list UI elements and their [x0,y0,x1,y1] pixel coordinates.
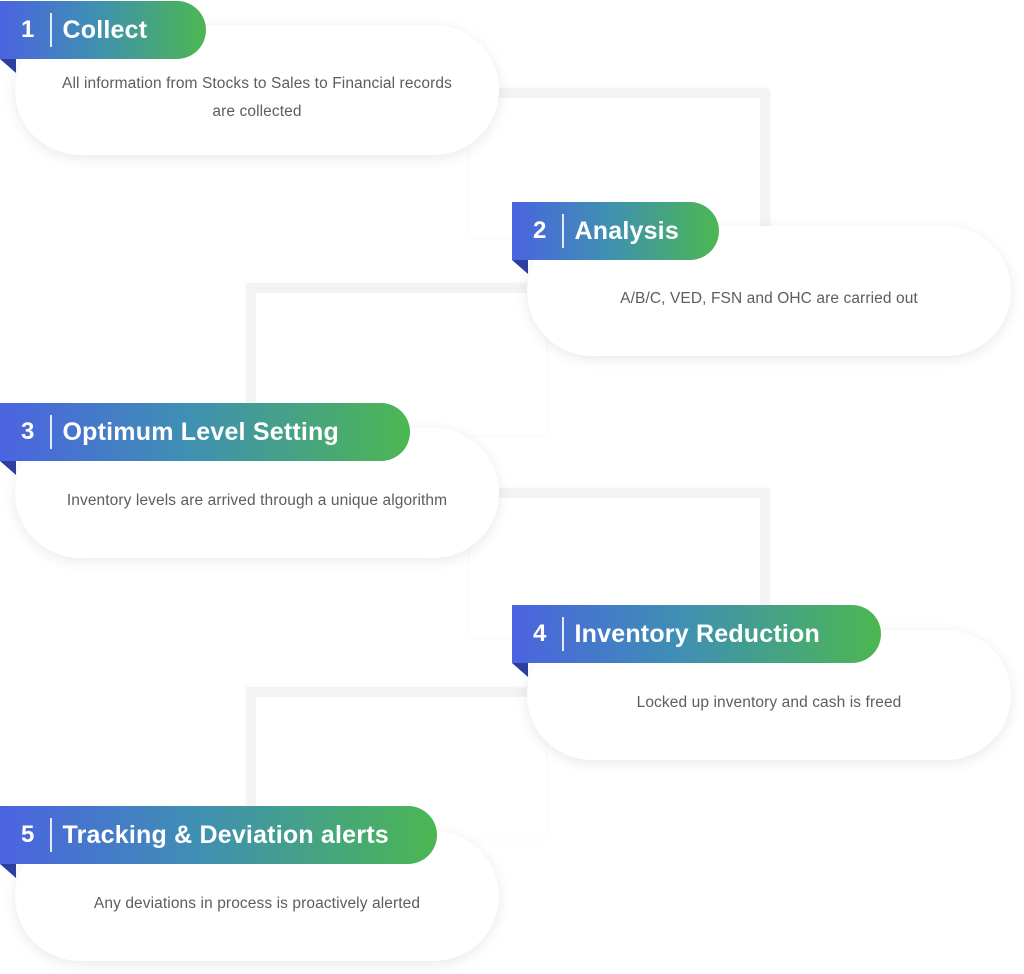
connector-1-2 [470,88,770,238]
step-separator [50,818,52,852]
step-separator [50,415,52,449]
step-title: Inventory Reduction [574,619,820,648]
step-number: 4 [533,620,547,647]
step-description: All information from Stocks to Sales to … [62,75,452,120]
step-description: A/B/C, VED, FSN and OHC are carried out [620,290,918,307]
connector-2-3 [246,283,546,435]
step-title: Analysis [574,216,679,245]
step-card-collect: All information from Stocks to Sales to … [15,25,499,155]
step-separator [562,617,564,651]
connector-3-4 [470,488,770,638]
step-separator [562,214,564,248]
ribbon-fold [0,461,16,475]
step-description: Any deviations in process is proactively… [93,895,421,912]
step-title: Tracking & Deviation alerts [62,820,389,849]
step-title: Collect [62,15,148,44]
step-number: 1 [21,16,35,43]
ribbon-fold [512,663,528,677]
ribbon-fold [0,864,16,878]
step-header-tracking-deviation-alerts: 5 Tracking & Deviation alerts [0,806,437,864]
step-number: 2 [533,217,547,244]
step-number: 3 [21,418,35,445]
connector-4-5 [246,687,546,839]
step-header-collect: 1 Collect [0,1,206,59]
ribbon-fold [512,260,528,274]
step-header-inventory-reduction: 4 Inventory Reduction [512,605,881,663]
step-description: Locked up inventory and cash is freed [636,694,902,711]
step-number: 5 [21,821,35,848]
step-header-analysis: 2 Analysis [512,202,719,260]
step-separator [50,13,52,47]
step-title: Optimum Level Setting [62,417,339,446]
ribbon-fold [0,59,16,73]
step-description: Inventory levels are arrived through a u… [66,492,448,509]
step-header-optimum-level-setting: 3 Optimum Level Setting [0,403,410,461]
